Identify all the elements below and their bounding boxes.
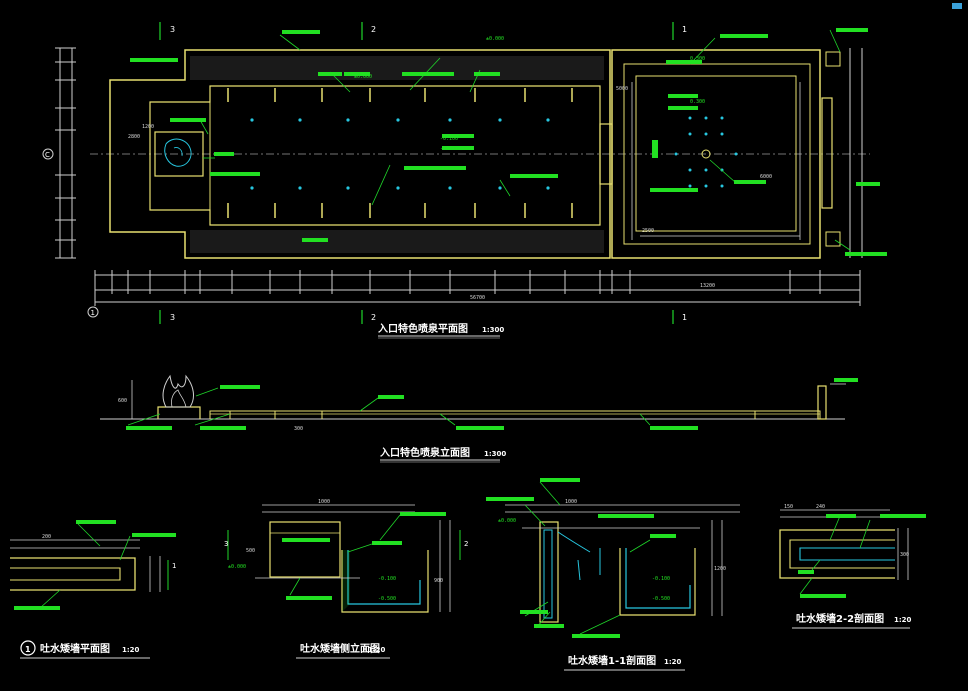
wall-plan-detail: 1 200 1 吐水矮墙平面图 1:20 — [10, 520, 176, 659]
dim-s22-300: 300 — [900, 552, 909, 558]
wall-section-11-title: 吐水矮墙1-1剖面图 — [568, 654, 656, 667]
elevation-annotation-marks — [126, 378, 858, 430]
level-plan-2: -0.100 — [440, 136, 458, 142]
plan-annotation-marks — [130, 28, 887, 256]
wall-sec22-annotation-marks — [798, 514, 926, 598]
plan-title: 入口特色喷泉平面图 — [378, 322, 468, 335]
wall-sec11-leaders — [524, 481, 651, 635]
dim-s22-240: 240 — [816, 504, 825, 510]
wall-section-22-title: 吐水矮墙2-2剖面图 — [796, 612, 884, 625]
level-plan-6: 0.300 — [690, 99, 705, 105]
elevation-sculpture-icon — [162, 374, 194, 408]
wall-plan-annotation-marks — [14, 520, 176, 610]
level-plan-3: -0.500 — [440, 146, 458, 152]
wall-plan-title: 吐水矮墙平面图 — [40, 642, 110, 655]
wall-plan-marker-num: 1 — [25, 645, 31, 654]
elevation-scale: 1:300 — [484, 450, 506, 458]
wall-side-section-2: 2 — [464, 540, 468, 548]
elevation-title: 入口特色喷泉立面图 — [380, 446, 470, 459]
wall-plan-leaders — [39, 523, 131, 609]
fountain-sculpture-icon — [164, 138, 192, 167]
level-sec11-1: ±0.000 — [498, 518, 516, 524]
level-side-2: -0.100 — [378, 576, 396, 582]
dim-s11-1000: 1000 — [565, 499, 577, 505]
wall-plan-scale: 1:20 — [122, 646, 140, 654]
wall-sec22-leaders — [799, 515, 871, 595]
axis-bubble-1 — [87, 306, 99, 318]
paving-texture — [190, 56, 604, 253]
level-plan-4: ±0.000 — [486, 36, 504, 42]
corner-mark — [952, 3, 962, 9]
elevation-leaders — [127, 387, 651, 426]
level-plan-5: 0.300 — [690, 56, 705, 62]
section-marker-icon — [20, 640, 36, 656]
nozzles-left — [250, 118, 550, 190]
elevation-pillars — [229, 411, 756, 419]
plan-scale: 1:300 — [482, 326, 504, 334]
dim-s22-150: 150 — [784, 504, 793, 510]
axis-bubble-c — [42, 148, 54, 160]
level-side-3: -0.500 — [378, 596, 396, 602]
wall-side-detail: ±0.000 -0.100 -0.500 1000 500 900 3 2 吐水… — [224, 499, 468, 659]
wall-side-leaders — [289, 514, 401, 596]
level-side-1: ±0.000 — [228, 564, 246, 570]
dim-2800: 2800 — [128, 134, 140, 140]
dim-ws-900: 900 — [434, 578, 443, 584]
axis-label-1-bottom: 1 — [682, 313, 687, 322]
wall-section-22-detail: 240 150 300 吐水矮墙2-2剖面图 1:20 — [779, 504, 926, 629]
wall-section-22-scale: 1:20 — [894, 616, 912, 624]
level-sec11-2: -0.100 — [652, 576, 670, 582]
dim-ticks-bottom — [94, 270, 861, 306]
axis-label-3-bottom: 3 — [170, 313, 175, 322]
wall-sec11-annotation-marks — [486, 478, 676, 638]
dim-right-width: 13200 — [700, 283, 715, 289]
pillars-bottom — [227, 203, 573, 218]
fountain-elevation: 600 300 入口特色喷泉立面图 1:300 — [100, 374, 858, 463]
axis-bubble-1-label: 1 — [91, 309, 95, 317]
dim-wp-200: 200 — [42, 534, 51, 540]
wall-side-title: 吐水矮墙侧立面图 — [300, 642, 380, 655]
dim-elev-300: 300 — [294, 426, 303, 432]
wall-side-scale: 1:20 — [368, 646, 386, 654]
wall-side-annotation-marks — [282, 512, 446, 600]
wall-section-11-detail: ±0.000 -0.100 -0.500 1000 1200 吐水矮墙1-1剖面… — [486, 478, 740, 671]
axis-label-2-top: 2 — [371, 25, 376, 34]
pillars-top — [227, 88, 573, 102]
wall-plan-section-1: 1 — [172, 562, 176, 570]
axis-bubble-c-label: C — [45, 151, 50, 159]
axis-label-2-bottom: 2 — [371, 313, 376, 322]
wall-side-section-3: 3 — [224, 540, 228, 548]
dim-total: 56700 — [470, 295, 485, 301]
level-sec11-3: -0.500 — [652, 596, 670, 602]
fountain-plan: 3 2 1 3 2 1 1 C — [42, 22, 887, 339]
dim-ws-1000: 1000 — [318, 499, 330, 505]
dim-ws-500: 500 — [246, 548, 255, 554]
dim-1200: 1200 — [142, 124, 154, 130]
dim-6000: 6000 — [760, 174, 772, 180]
dim-2500: 2500 — [642, 228, 654, 234]
dim-ticks-left — [55, 47, 76, 259]
wall-section-11-scale: 1:20 — [664, 658, 682, 666]
axis-label-1-top: 1 — [682, 25, 687, 34]
axis-label-3-top: 3 — [170, 25, 175, 34]
nozzles-right — [674, 116, 738, 188]
dim-5000: 5000 — [616, 86, 628, 92]
dim-s11-1200: 1200 — [714, 566, 726, 572]
level-plan-1: ±0.000 — [354, 74, 372, 80]
dim-elev-600: 600 — [118, 398, 127, 404]
